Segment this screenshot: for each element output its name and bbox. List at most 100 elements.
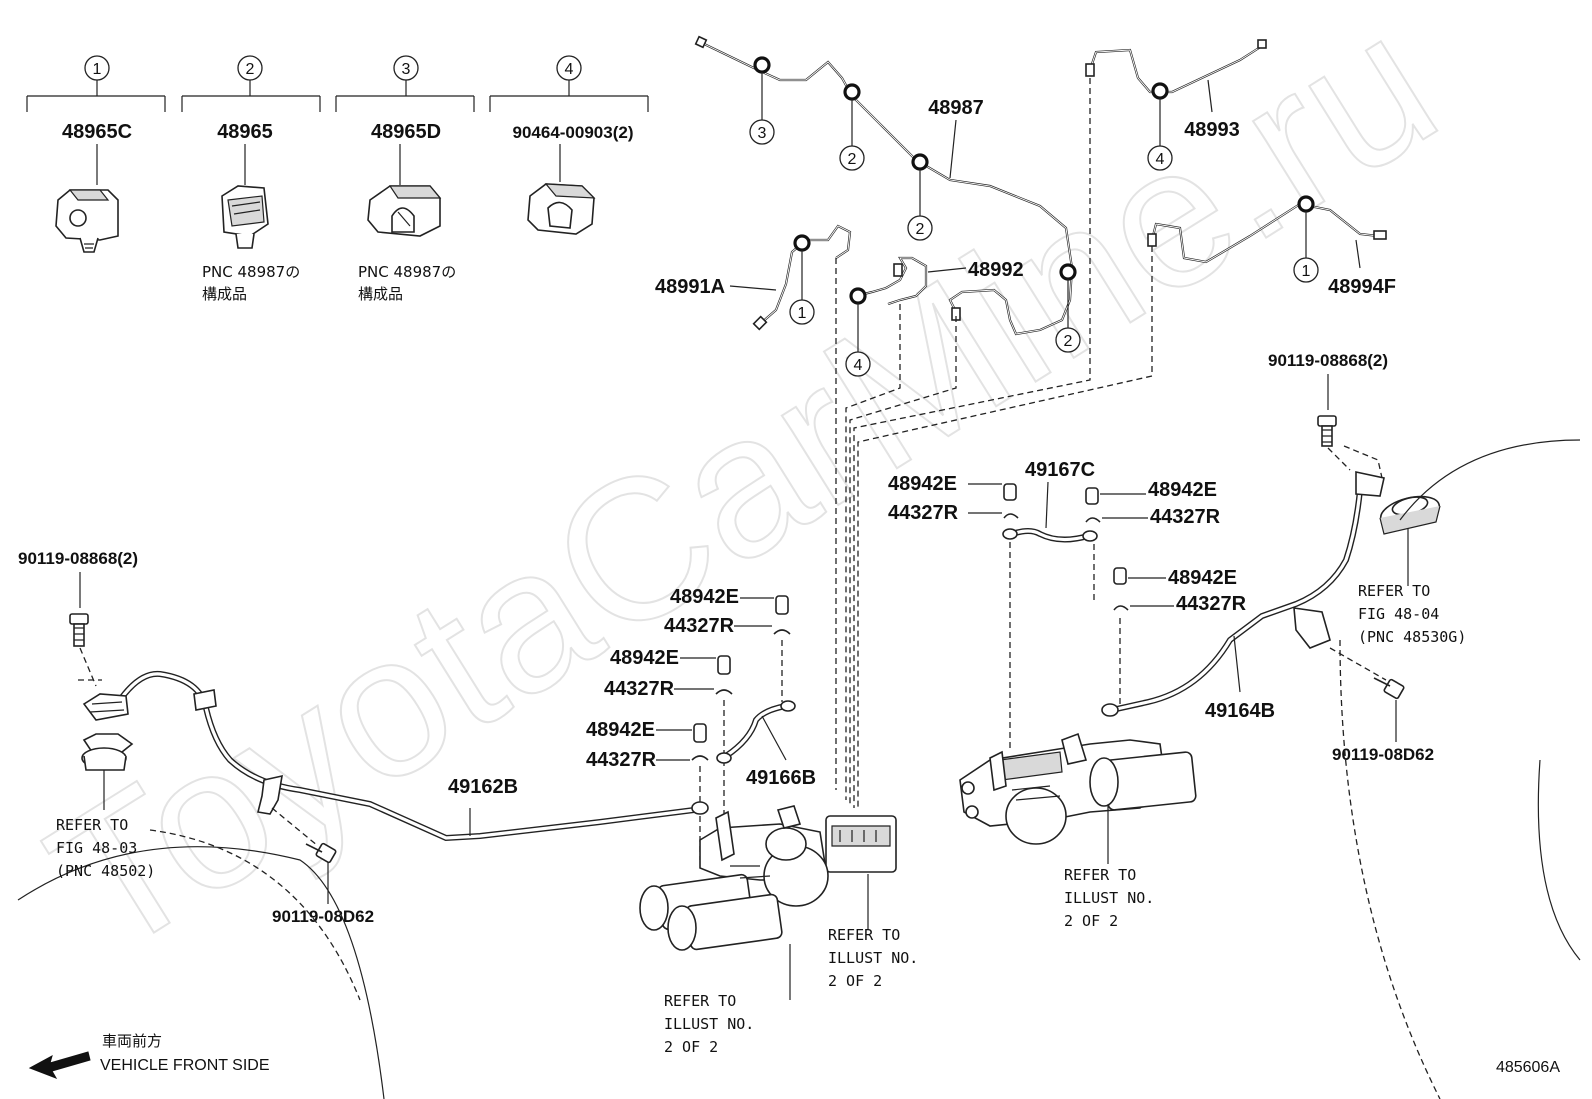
pipe-48991A[interactable]: 1 bbox=[752, 224, 852, 331]
callout-number: 4 bbox=[1156, 151, 1165, 168]
clamp-48965-icon bbox=[221, 185, 269, 249]
note-refer-illust-right: REFER TO ILLUST NO. 2 OF 2 bbox=[1064, 866, 1154, 930]
note-refer-illust-left: REFER TO ILLUST NO. 2 OF 2 bbox=[664, 992, 754, 1056]
note-line: 2 OF 2 bbox=[664, 1038, 718, 1056]
note-line: REFER TO bbox=[56, 816, 128, 834]
callout-number: 3 bbox=[758, 125, 767, 142]
note-line: ILLUST NO. bbox=[664, 1015, 754, 1033]
hose-49164B[interactable] bbox=[1101, 471, 1385, 717]
bolt-90119-08868-right[interactable] bbox=[1317, 415, 1337, 447]
note-line: ILLUST NO. bbox=[828, 949, 918, 967]
callout-bubble bbox=[749, 119, 775, 145]
legend-bracket bbox=[26, 80, 166, 112]
pipe-48987[interactable] bbox=[694, 35, 1077, 336]
note-line: REFER TO bbox=[1064, 866, 1136, 884]
legend-note-line1: PNC 48987の bbox=[358, 263, 456, 281]
dashed-routing-lines bbox=[835, 78, 1153, 808]
note-refer-illust-center: REFER TO ILLUST NO. 2 OF 2 bbox=[828, 926, 918, 990]
note-line: ILLUST NO. bbox=[1064, 889, 1154, 907]
legend-part-number: 48965C bbox=[62, 121, 132, 143]
legend-number: 2 bbox=[246, 61, 255, 78]
actuator-assembly-left[interactable] bbox=[639, 805, 897, 951]
pipe-48992[interactable]: 4 bbox=[845, 256, 928, 377]
actuator-assembly-right[interactable] bbox=[959, 732, 1197, 845]
pipe-48993[interactable]: 4 bbox=[1085, 39, 1267, 171]
legend-note-line1: PNC 48987の bbox=[202, 263, 300, 281]
label-44327R: 44327R bbox=[664, 615, 735, 637]
label-44327R: 44327R bbox=[888, 502, 959, 524]
bolt-90119-08D62-right[interactable] bbox=[1373, 677, 1405, 700]
legend-bracket bbox=[181, 80, 321, 112]
leader-49166B bbox=[761, 715, 787, 761]
label-90119-08868-left: 90119-08868(2) bbox=[18, 549, 138, 568]
note-line: REFER TO bbox=[828, 926, 900, 944]
label-44327R: 44327R bbox=[1176, 593, 1247, 615]
legend: 1 48965C 2 48965 bbox=[26, 55, 649, 303]
legend-item-4[interactable]: 4 90464-00903(2) bbox=[489, 55, 649, 235]
label-90119-08D62-right: 90119-08D62 bbox=[1332, 745, 1434, 764]
legend-number: 4 bbox=[565, 61, 574, 78]
label-48942E: 48942E bbox=[586, 719, 655, 741]
grommet-right[interactable] bbox=[1378, 491, 1443, 535]
vehicle-front-indicator: 車両前方 VEHICLE FRONT SIDE bbox=[28, 1032, 270, 1079]
leader-49167C bbox=[1045, 481, 1049, 529]
bolt-90119-08D62-left[interactable] bbox=[305, 842, 337, 864]
legend-item-3[interactable]: 3 48965D PNC 48987の 構成品 bbox=[335, 55, 475, 303]
label-90119-08868-right: 90119-08868(2) bbox=[1268, 351, 1388, 370]
note-line: 2 OF 2 bbox=[1064, 912, 1118, 930]
body-contour-right bbox=[1537, 759, 1581, 961]
legend-part-number: 48965D bbox=[371, 121, 441, 143]
callout-number: 1 bbox=[798, 305, 807, 322]
label-48942E: 48942E bbox=[1168, 567, 1237, 589]
bolt-90119-08868-left[interactable] bbox=[69, 613, 89, 647]
dash-bolt-left bbox=[78, 647, 102, 687]
fittings-upper-group[interactable] bbox=[1003, 483, 1129, 750]
legend-bracket bbox=[489, 80, 649, 112]
dash-bolt-right bbox=[1327, 445, 1383, 479]
callout-bubble bbox=[839, 145, 865, 171]
arrow-left-icon bbox=[28, 1051, 91, 1079]
leader-48991A bbox=[729, 285, 777, 291]
label-49167C: 49167C bbox=[1025, 459, 1095, 481]
legend-part-number: 90464-00903(2) bbox=[513, 123, 634, 142]
legend-note-line2: 構成品 bbox=[358, 285, 403, 303]
legend-item-1[interactable]: 1 48965C bbox=[26, 55, 166, 253]
pipe-48994F[interactable]: 1 bbox=[1147, 195, 1387, 283]
body-contour-left bbox=[17, 846, 385, 1099]
label-44327R: 44327R bbox=[604, 678, 675, 700]
legend-bracket bbox=[335, 80, 475, 112]
legend-note-line2: 構成品 bbox=[202, 285, 247, 303]
fittings-left-group[interactable] bbox=[691, 595, 791, 860]
hose-49162B[interactable] bbox=[117, 670, 709, 842]
bracket-left[interactable] bbox=[81, 693, 134, 771]
note-line: REFER TO bbox=[1358, 582, 1430, 600]
label-44327R: 44327R bbox=[586, 749, 657, 771]
callout-number: 2 bbox=[1064, 333, 1073, 350]
label-48942E: 48942E bbox=[888, 473, 957, 495]
note-line: 2 OF 2 bbox=[828, 972, 882, 990]
figure-id: 485606A bbox=[1496, 1059, 1560, 1076]
label-48993: 48993 bbox=[1184, 119, 1240, 141]
label-90119-08D62-left: 90119-08D62 bbox=[272, 907, 374, 926]
label-44327R: 44327R bbox=[1150, 506, 1221, 528]
label-49162B: 49162B bbox=[448, 776, 518, 798]
leader-48994F bbox=[1355, 239, 1361, 269]
callout-bubble bbox=[845, 351, 871, 377]
legend-part-number: 48965 bbox=[217, 121, 273, 143]
clamp-48965D-icon bbox=[367, 185, 442, 237]
callout-bubbles-48987: 3 2 2 2 bbox=[749, 72, 1081, 353]
callout-bubble bbox=[1055, 327, 1081, 353]
label-48942E: 48942E bbox=[610, 647, 679, 669]
note-line: REFER TO bbox=[664, 992, 736, 1010]
dash-bolt-right-2 bbox=[1329, 647, 1387, 681]
label-48942E: 48942E bbox=[670, 586, 739, 608]
hose-49166B[interactable] bbox=[716, 700, 796, 764]
label-48987: 48987 bbox=[928, 97, 984, 119]
label-48994F: 48994F bbox=[1328, 276, 1396, 298]
legend-item-2[interactable]: 2 48965 PNC 48987の 構成品 bbox=[181, 55, 321, 303]
hose-49167C[interactable] bbox=[1002, 528, 1098, 543]
note-refer-fig-48-04: REFER TO FIG 48-04 (PNC 48530G) bbox=[1358, 582, 1466, 646]
label-49166B: 49166B bbox=[746, 767, 816, 789]
